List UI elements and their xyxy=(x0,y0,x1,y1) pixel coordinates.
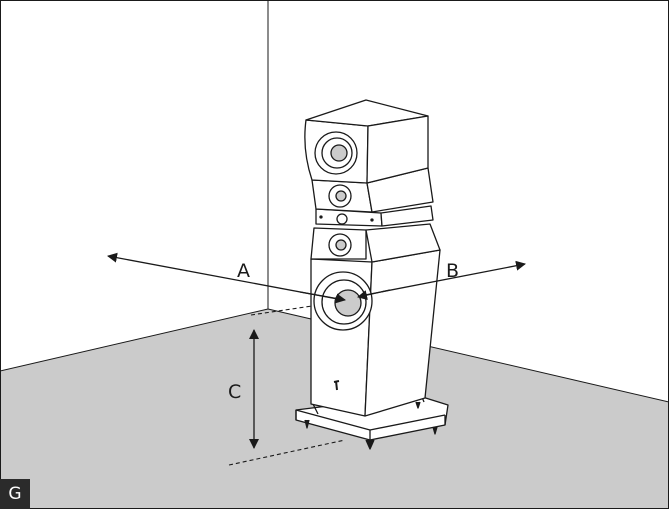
floorstanding-speaker-icon xyxy=(295,99,449,450)
midrange-driver-upper xyxy=(328,184,352,208)
tweeter-driver xyxy=(314,131,358,175)
brand-logo-icon xyxy=(333,380,340,391)
figure-tag-bg xyxy=(0,479,30,509)
floor-left-edge xyxy=(0,308,269,372)
midrange-driver-lower xyxy=(328,233,352,257)
figure-tag: G xyxy=(8,484,22,504)
guide-top xyxy=(250,305,313,316)
center-emblem xyxy=(319,213,374,225)
arrow-b-tip xyxy=(357,289,391,300)
height-dimension xyxy=(228,305,346,466)
guide-bottom xyxy=(228,439,346,466)
speaker-spikes xyxy=(304,401,438,450)
distance-arrows xyxy=(107,252,526,304)
woofer-driver xyxy=(313,271,373,331)
label-b: B xyxy=(446,260,459,282)
arrow-a-tip xyxy=(299,291,346,304)
label-a: A xyxy=(237,260,250,282)
label-c: C xyxy=(228,381,241,403)
